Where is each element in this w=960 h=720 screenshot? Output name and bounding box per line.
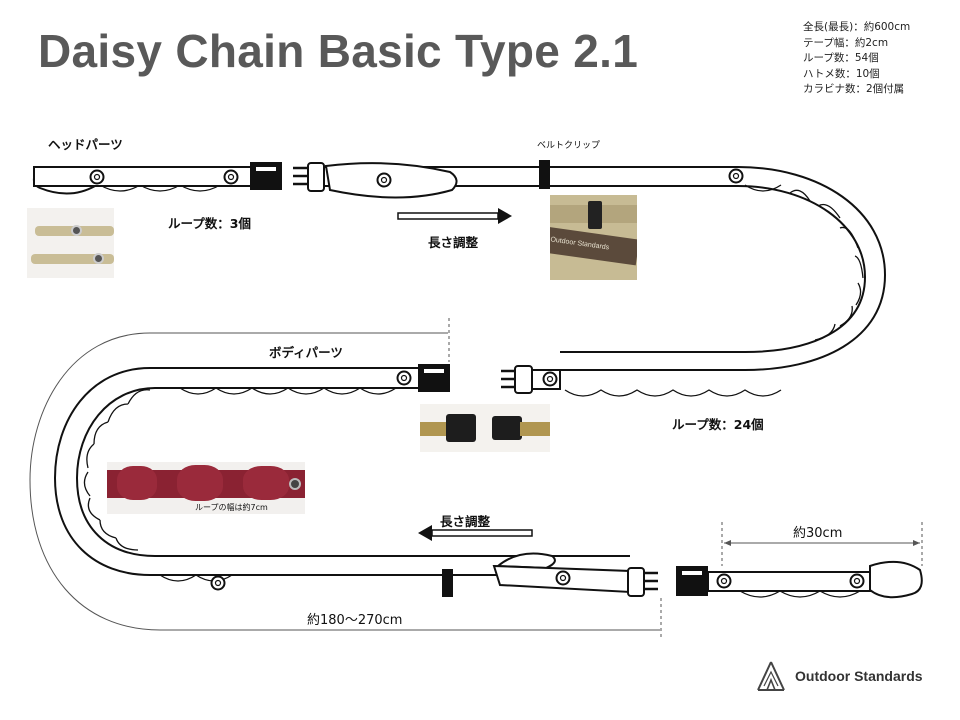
head-part bbox=[32, 162, 282, 195]
brand-name: Outdoor Standards bbox=[795, 668, 923, 684]
dimension-arc-180-270 bbox=[29, 332, 660, 631]
arrow-right-adjust bbox=[397, 208, 512, 224]
buckle-photo bbox=[420, 404, 550, 452]
grommet bbox=[728, 168, 744, 184]
grommet bbox=[89, 169, 105, 185]
arrow-left-adjust bbox=[418, 525, 533, 541]
photo-brand-tag: Outdoor Standards bbox=[550, 226, 637, 266]
female-buckle bbox=[250, 162, 282, 190]
dimension-30cm-label: 約30cm bbox=[793, 526, 843, 541]
spec-grommet-count: ハトメ数：10個 bbox=[803, 67, 880, 80]
spec-tape-width: テープ幅：約2cm bbox=[803, 36, 889, 49]
body-loop-count-label: ループ数：24個 bbox=[672, 417, 764, 432]
body-parts-label: ボディパーツ bbox=[269, 345, 343, 360]
tent-icon bbox=[757, 661, 785, 691]
belt-clip-photo: Outdoor Standards bbox=[550, 195, 637, 280]
head-strap bbox=[33, 166, 253, 187]
tail-part bbox=[676, 560, 923, 599]
head-part-photo bbox=[27, 208, 114, 278]
head-parts-label: ヘッドパーツ bbox=[48, 137, 123, 152]
female-buckle-tail bbox=[676, 566, 708, 596]
loop-width-label: ループの幅は約7cm bbox=[195, 503, 268, 512]
dimension-180-270cm-label: 約180～270cm bbox=[307, 613, 403, 628]
length-adjust-top-label: 長さ調整 bbox=[428, 235, 479, 250]
spec-list: 全長(最長)：約600cm テープ幅：約2cm ループ数：54個 ハトメ数：10… bbox=[803, 20, 910, 98]
main-strap-top bbox=[324, 160, 887, 397]
belt-clip bbox=[539, 160, 550, 189]
male-buckle-top bbox=[293, 162, 325, 192]
male-buckle-right bbox=[501, 365, 561, 394]
grommet bbox=[227, 173, 235, 181]
female-buckle-middle bbox=[418, 364, 450, 392]
page-title: Daisy Chain Basic Type 2.1 bbox=[38, 25, 639, 77]
adjust-loop-bottom bbox=[495, 552, 556, 570]
belt-clip-label: ベルトクリップ bbox=[537, 141, 601, 151]
grommet bbox=[223, 169, 239, 185]
grommet bbox=[93, 173, 101, 181]
loop-width-photo: ループの幅は約7cm bbox=[107, 462, 305, 514]
spec-total-length: 全長(最長)：約600cm bbox=[803, 21, 911, 33]
head-loops bbox=[99, 184, 221, 192]
spec-loop-count: ループ数：54個 bbox=[803, 52, 879, 64]
body-part bbox=[53, 364, 658, 597]
brand-logo: Outdoor Standards bbox=[755, 660, 923, 692]
spec-carabiner-count: カラビナ数：2個付属 bbox=[803, 83, 905, 95]
belt-clip-bottom bbox=[442, 569, 453, 597]
length-adjust-bottom-label: 長さ調整 bbox=[440, 514, 491, 529]
head-loop-count-label: ループ数：3個 bbox=[168, 216, 251, 231]
